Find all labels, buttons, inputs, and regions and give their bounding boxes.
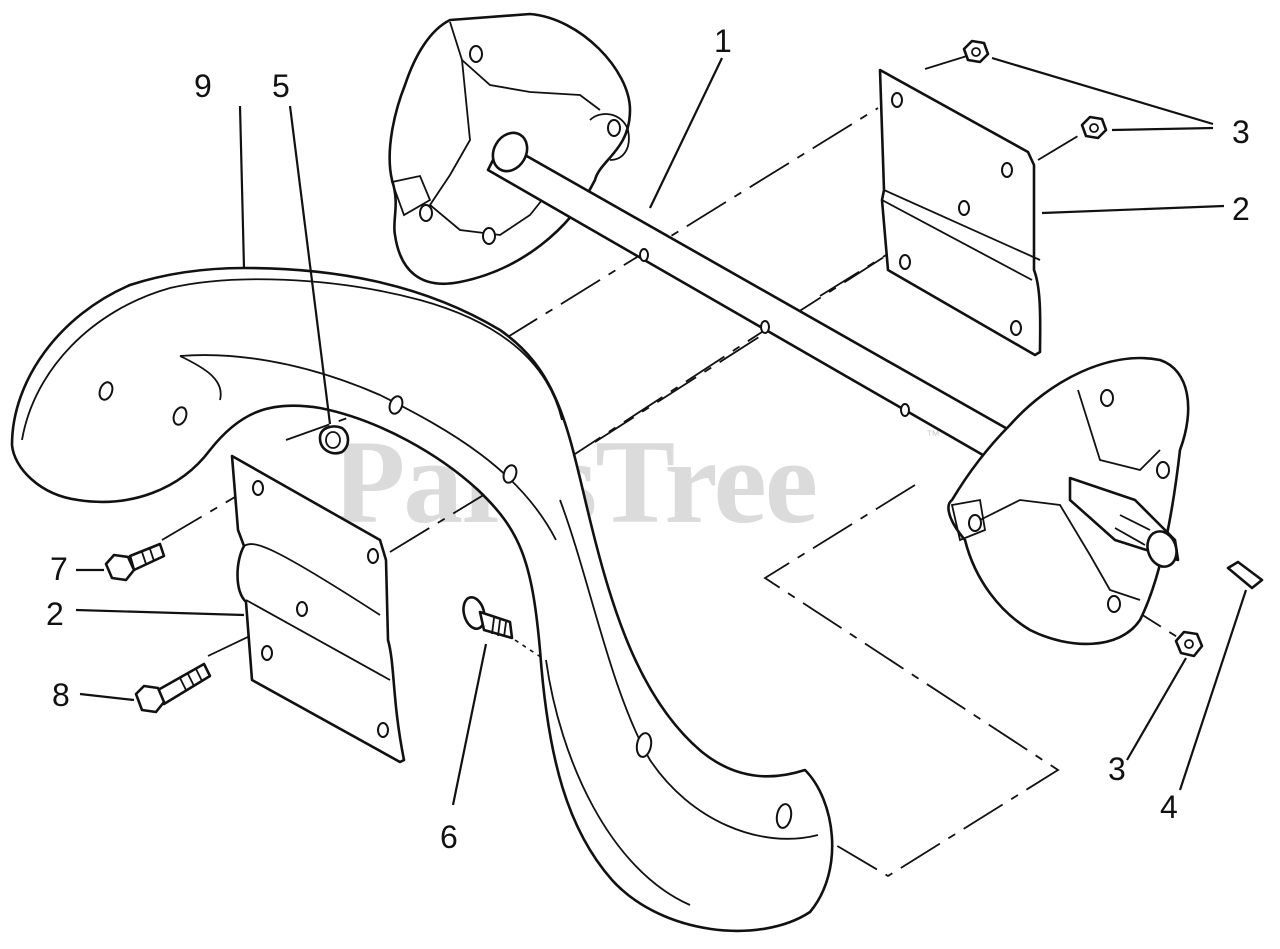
shaft-key [1226,560,1264,590]
hex-nut-top-1 [962,39,990,64]
spacer [318,425,350,455]
auger-shaft-assembly [388,12,1190,646]
hex-bolt-short [104,542,166,582]
paddle-left [230,454,406,764]
callout-3-bottom: 3 [1108,751,1126,787]
callout-3-top: 3 [1232,114,1250,150]
callout-2-right: 2 [1232,191,1250,227]
paddle-right [878,68,1042,357]
callout-2-left: 2 [46,596,64,632]
watermark-tm: ™ [926,427,940,443]
auger-blade [10,266,834,933]
callout-1: 1 [714,23,732,59]
leader-lines [75,56,1248,806]
callout-4: 4 [1160,789,1178,825]
callout-8: 8 [52,677,70,713]
callout-7: 7 [50,551,68,587]
callout-6: 6 [440,819,458,855]
carriage-bolt [462,596,514,640]
callout-9: 9 [194,68,212,104]
hex-bolt-long [134,662,212,714]
callout-5: 5 [272,68,290,104]
hex-nut-top-2 [1080,115,1108,140]
hex-nut-bottom [1174,630,1204,658]
